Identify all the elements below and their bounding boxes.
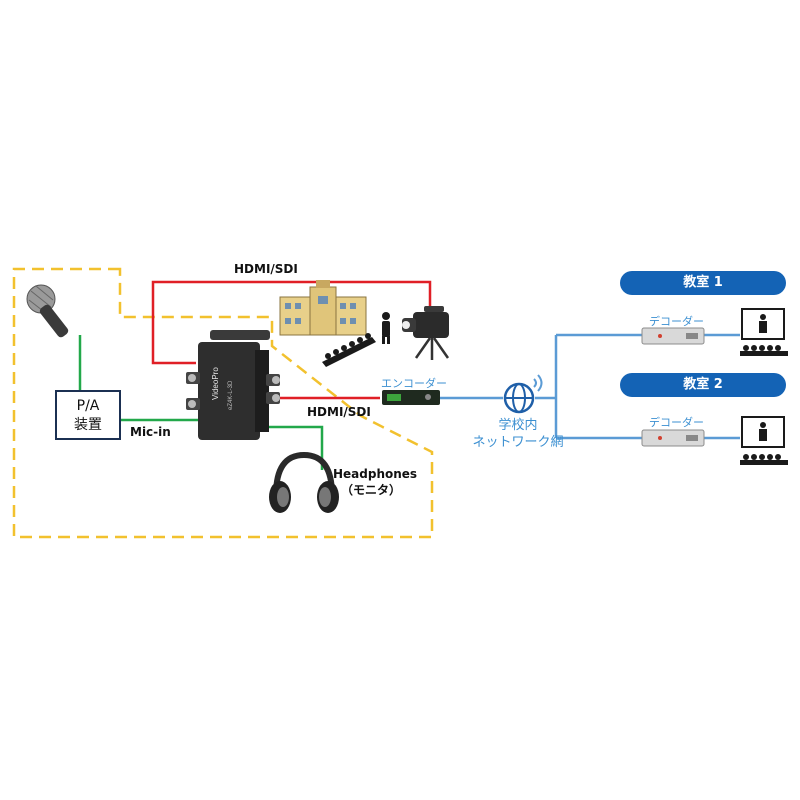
encoder-label: エンコーダー <box>381 377 447 390</box>
hdmi-sdi-camera-line <box>151 280 432 365</box>
presenter-icon <box>382 312 390 344</box>
mic-in-label: Mic-in <box>130 425 171 439</box>
decoder-device-2 <box>641 429 705 447</box>
wireless-signal-icon <box>533 374 543 392</box>
encoder-device <box>382 390 440 405</box>
audience-icon-2 <box>740 454 788 465</box>
converter-device: VideoPro eZ4K-L-3D <box>186 330 280 440</box>
network-label-line1: 学校内 <box>498 418 538 433</box>
microphone-icon <box>26 284 69 338</box>
classroom-2-pill: 教室 2 <box>620 373 786 397</box>
decoder-label-2: デコーダー <box>649 416 704 429</box>
video-camera-icon <box>402 306 450 360</box>
school-building-icon <box>279 280 367 336</box>
network-label-line2: ネットワーク網 <box>472 435 564 450</box>
audience-icon-1 <box>740 345 788 356</box>
audience-icon <box>322 333 376 367</box>
device-model: eZ4K-L-3D <box>228 380 234 410</box>
network-globe-icon <box>503 382 535 414</box>
pa-system-box: P/A 装置 <box>55 390 121 440</box>
decoder-label-1: デコーダー <box>649 315 704 328</box>
headphones-label: Headphones <box>333 467 418 481</box>
device-brand: VideoPro <box>211 367 220 400</box>
headphones-icon <box>269 451 339 513</box>
presenter-screen-icon-1 <box>741 308 785 340</box>
presenter-screen-icon-2 <box>741 416 785 448</box>
pa-label-line2: 装置 <box>74 417 102 433</box>
pa-label-line1: P/A <box>76 398 100 414</box>
monitor-label: （モニタ） <box>341 483 402 497</box>
network-label: 学校内 ネットワーク網 <box>463 417 573 451</box>
hdmi-sdi-mid-label: HDMI/SDI <box>307 405 371 419</box>
hdmi-sdi-top-label: HDMI/SDI <box>234 262 298 276</box>
classroom-1-pill: 教室 1 <box>620 271 786 295</box>
local-area-boundary <box>12 267 434 539</box>
headphone-line <box>265 425 324 470</box>
decoder-device-1 <box>641 327 705 345</box>
